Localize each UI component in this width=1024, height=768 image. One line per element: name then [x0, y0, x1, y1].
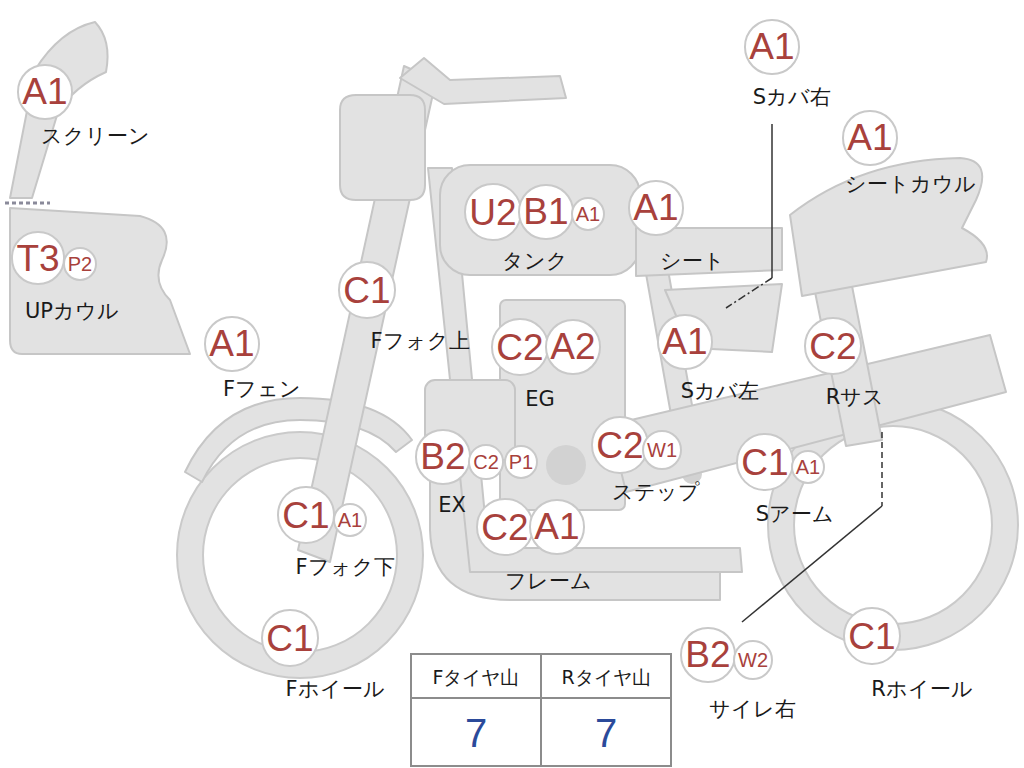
grade-code: B1: [523, 193, 568, 230]
leader-line: [881, 432, 883, 506]
part-label: フレーム: [505, 570, 592, 593]
grade-circle: A1: [628, 180, 683, 235]
grade-circle: B2: [680, 627, 735, 682]
cowl-divider: [5, 202, 50, 205]
part-label: Fホイール: [285, 678, 384, 701]
leader-line: [726, 278, 772, 308]
grade-circle: C2: [491, 318, 548, 375]
grade-code: B2: [685, 636, 730, 673]
front-wheel: [190, 445, 410, 665]
grade-code: C2: [496, 329, 543, 366]
part-label: Rサス: [826, 386, 885, 409]
grade-code: P2: [68, 254, 92, 274]
grade-circle: C1: [261, 609, 318, 666]
grade-code: W2: [738, 650, 768, 670]
grade-code: C1: [266, 620, 313, 657]
grade-circle: C1: [843, 607, 900, 664]
grade-code: P1: [509, 452, 533, 472]
grade-circle: B2: [415, 429, 470, 484]
grade-code: C1: [741, 444, 788, 481]
grade-code: C1: [343, 272, 390, 309]
grade-circle: A1: [17, 64, 72, 119]
grade-code: A1: [576, 204, 600, 224]
grade-circle-small: C2: [468, 444, 504, 480]
tank: [440, 165, 640, 275]
grade-circle: C2: [476, 498, 533, 555]
grade-code: C1: [282, 497, 329, 534]
leader-line: [771, 124, 773, 278]
grade-code: T3: [16, 240, 59, 277]
seat-cowl: [790, 158, 987, 296]
front-fender: [185, 398, 412, 482]
grade-circle: C1: [338, 261, 395, 318]
part-label: ステップ: [612, 481, 700, 504]
grade-circle: U2: [464, 183, 521, 240]
part-label: Sカバ右: [753, 86, 831, 109]
grade-circle-small: W1: [642, 430, 682, 470]
headlight: [340, 95, 425, 200]
grade-code: C2: [481, 509, 528, 546]
grade-circle-small: W2: [733, 640, 773, 680]
grade-circle: A1: [842, 110, 897, 165]
part-label: Rホイール: [871, 678, 973, 701]
part-label: Fフォク下: [295, 556, 394, 579]
grade-code: A1: [534, 508, 579, 545]
grade-code: A1: [847, 119, 892, 156]
part-label: Fフェン: [223, 378, 301, 401]
grade-code: A1: [749, 28, 794, 65]
grade-circle-small: A1: [333, 503, 367, 537]
upper-cowl: [10, 208, 190, 354]
part-label: Fフォク上: [370, 330, 469, 353]
grade-code: A2: [550, 328, 595, 365]
grade-code: C2: [809, 328, 856, 365]
grade-circle: T3: [11, 231, 64, 284]
grade-circle-small: A1: [791, 450, 825, 484]
screen: [10, 22, 108, 198]
grade-circle: C2: [804, 317, 861, 374]
grade-code: A1: [209, 325, 254, 362]
table-value: 7: [465, 711, 487, 755]
part-label: シートカウル: [845, 173, 976, 196]
grade-circle: C1: [277, 486, 334, 543]
grade-code: U2: [469, 194, 516, 231]
table-header: Fタイヤ山: [433, 667, 520, 688]
grade-code: A1: [662, 323, 707, 360]
part-label: EG: [525, 388, 555, 411]
grade-code: C2: [596, 427, 643, 464]
grade-circle: A1: [204, 316, 259, 371]
part-label: Sカバ左: [681, 380, 759, 403]
grade-code: C2: [473, 452, 499, 472]
part-label: タンク: [502, 250, 568, 273]
grade-circle: C1: [736, 433, 793, 490]
grade-circle: C2: [591, 416, 648, 473]
handlebar: [400, 58, 566, 104]
grade-code: W1: [647, 440, 677, 460]
table-value: 7: [595, 711, 617, 755]
grade-code: A1: [338, 510, 362, 530]
grade-code: A1: [633, 189, 678, 226]
grade-circle: A1: [744, 19, 799, 74]
table-header: Rタイヤ山: [561, 667, 650, 688]
part-label: スクリーン: [41, 125, 150, 148]
grade-circle: A2: [545, 319, 600, 374]
grade-code: A1: [796, 457, 820, 477]
part-label: サイレ右: [709, 698, 796, 721]
grade-code: B2: [420, 438, 465, 475]
part-label: EX: [438, 494, 466, 517]
tyre-table: [411, 654, 671, 766]
part-label: シート: [660, 250, 725, 273]
part-label: Sアーム: [756, 503, 834, 526]
grade-circle: B1: [518, 184, 573, 239]
grade-code: C1: [848, 618, 895, 655]
front-fork: [298, 66, 436, 562]
grade-code: A1: [22, 73, 67, 110]
grade-circle: A1: [529, 499, 584, 554]
grade-circle: A1: [657, 314, 712, 369]
part-label: UPカウル: [25, 300, 119, 323]
